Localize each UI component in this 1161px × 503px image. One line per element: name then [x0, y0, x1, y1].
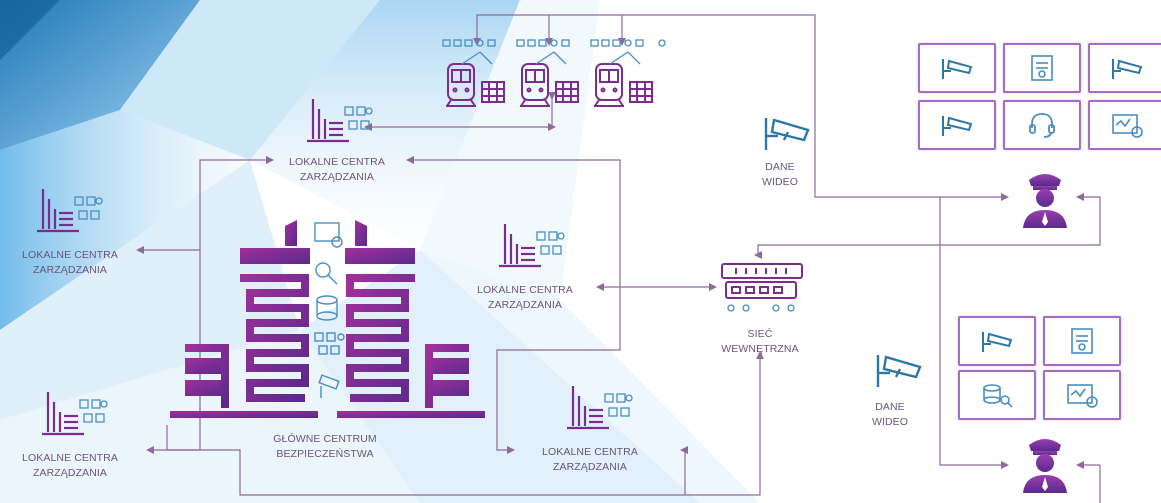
monitor-panel — [918, 43, 996, 93]
dane-wideo-bottom-label: DANE WIDEO — [855, 400, 925, 430]
label-line-2: BEZPIECZEŃSTWA — [250, 447, 400, 462]
monitor-panel — [958, 316, 1036, 366]
monitor-panel — [1088, 43, 1161, 93]
cctv-camera-icon — [937, 110, 977, 140]
monitor-panel — [1003, 43, 1081, 93]
label-line-2: ZARZĄDZANIA — [0, 263, 140, 278]
network-switch-icon — [716, 258, 806, 323]
magnifier-icon — [977, 380, 1017, 410]
monitor-panel — [958, 370, 1036, 420]
building-icon — [35, 185, 105, 240]
building-icon — [497, 220, 567, 275]
monitor-panel — [1003, 100, 1081, 150]
lcz-left-label: LOKALNE CENTRA ZARZĄDZANIA — [0, 248, 140, 278]
headset-icon — [1022, 110, 1062, 140]
label-line-2: WIDEO — [855, 415, 925, 430]
building-icon — [305, 95, 375, 150]
security-guard-icon — [1015, 433, 1075, 500]
building-icon — [565, 382, 635, 437]
label-line-1: SIEĆ — [700, 327, 820, 342]
label-line-2: ZARZĄDZANIA — [267, 170, 407, 185]
monitor-panel — [1043, 316, 1121, 366]
lcz-mid-label: LOKALNE CENTRA ZARZĄDZANIA — [455, 283, 595, 313]
building-icon — [40, 388, 110, 443]
label-line-1: LOKALNE CENTRA — [267, 155, 407, 170]
cctv-camera-icon — [870, 345, 930, 398]
cctv-camera-icon — [1107, 53, 1147, 83]
main-building-icon — [165, 218, 490, 433]
report-icon — [1062, 380, 1102, 410]
label-line-1: DANE — [745, 160, 815, 175]
lcz-bottom-mid-label: LOKALNE CENTRA ZARZĄDZANIA — [520, 445, 660, 475]
lcz-top-label: LOKALNE CENTRA ZARZĄDZANIA — [267, 155, 407, 185]
label-line-1: LOKALNE CENTRA — [520, 445, 660, 460]
cctv-camera-icon — [977, 326, 1017, 356]
report-icon — [1062, 326, 1102, 356]
lcz-bottom-left-label: LOKALNE CENTRA ZARZĄDZANIA — [0, 451, 140, 481]
monitor-panel — [918, 100, 996, 150]
label-line-1: LOKALNE CENTRA — [0, 451, 140, 466]
train-group — [440, 36, 680, 116]
label-line-2: ZARZĄDZANIA — [0, 466, 140, 481]
report-icon — [1107, 110, 1147, 140]
label-line-1: LOKALNE CENTRA — [455, 283, 595, 298]
label-line-2: WEWNĘTRZNA — [700, 342, 820, 357]
label-line-2: ZARZĄDZANIA — [520, 460, 660, 475]
report-icon — [1022, 53, 1062, 83]
label-line-1: GŁÓWNE CENTRUM — [250, 432, 400, 447]
label-line-2: WIDEO — [745, 175, 815, 190]
monitor-panel — [1043, 370, 1121, 420]
main-center-label: GŁÓWNE CENTRUM BEZPIECZEŃSTWA — [250, 432, 400, 462]
security-guard-icon — [1015, 168, 1075, 235]
label-line-1: LOKALNE CENTRA — [0, 248, 140, 263]
train-icon — [440, 36, 680, 116]
siec-wewnetrzna-label: SIEĆ WEWNĘTRZNA — [700, 327, 820, 357]
label-line-1: DANE — [855, 400, 925, 415]
monitor-panel — [1088, 100, 1161, 150]
cctv-camera-icon — [937, 53, 977, 83]
dane-wideo-top-label: DANE WIDEO — [745, 160, 815, 190]
cctv-camera-icon — [758, 108, 818, 161]
label-line-2: ZARZĄDZANIA — [455, 298, 595, 313]
